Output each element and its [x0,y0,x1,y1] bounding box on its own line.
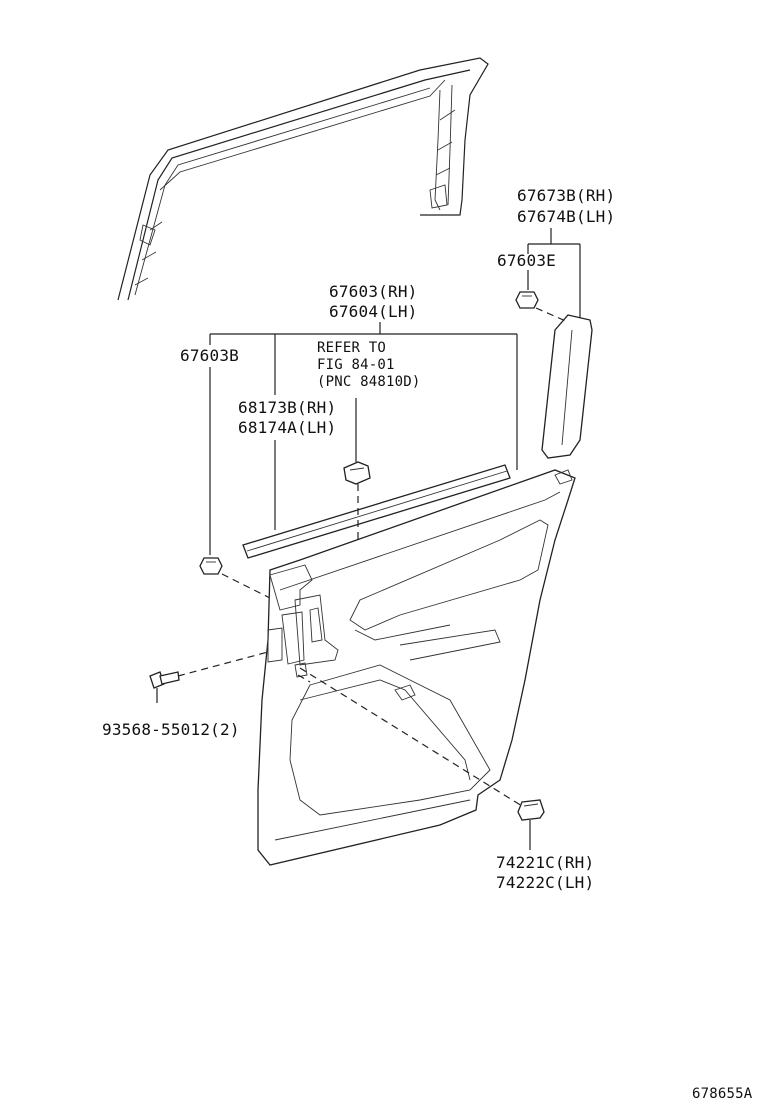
label-68173b-rh: 68173B(RH) [238,398,337,417]
label-67603e: 67603E [497,251,556,270]
label-67674b-lh: 67674B(LH) [517,207,616,226]
clip-67603b [199,557,223,575]
door-trim-panel [257,469,576,866]
label-67603b: 67603B [180,346,239,365]
belt-moulding-part [242,464,511,559]
label-74222c-lh: 74222C(LH) [496,873,595,892]
label-refer-to: REFER TO [317,340,387,356]
label-67673b-rh: 67673B(RH) [517,186,616,205]
clip-67603e [515,291,539,309]
label-93568: 93568-55012(2) [102,720,240,739]
drawing-id: 678655A [692,1086,753,1102]
label-68174a-lh: 68174A(LH) [238,418,337,437]
label-fig-ref: FIG 84-01 [317,357,395,373]
leader-67603 [209,322,518,555]
upper-garnish-part [541,314,593,459]
label-pnc-ref: (PNC 84810D) [317,374,421,390]
label-67603-rh: 67603(RH) [329,282,418,301]
clip-74221c [517,799,545,850]
moulding-clip [343,461,371,485]
leader-67673b [527,228,581,318]
door-frame [117,57,489,301]
screw-93568 [149,671,180,703]
label-67604-lh: 67604(LH) [329,302,418,321]
label-74221c-rh: 74221C(RH) [496,853,595,872]
